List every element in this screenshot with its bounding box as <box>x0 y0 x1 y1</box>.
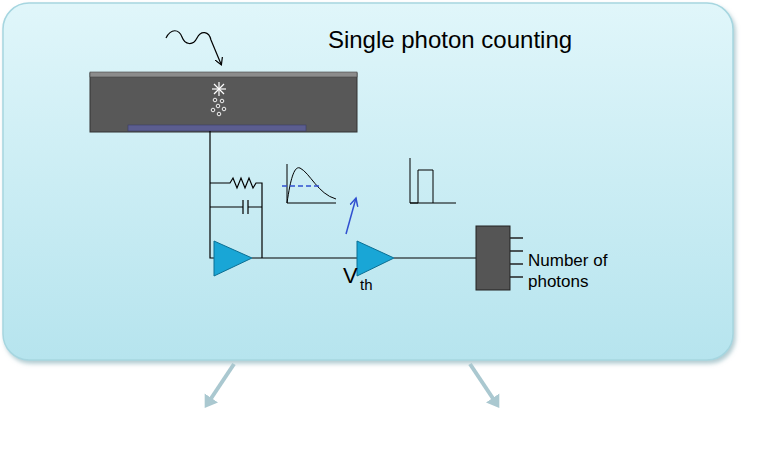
output-label: Number of photons <box>528 250 640 293</box>
wires <box>210 131 476 258</box>
signal-name: V <box>343 262 358 290</box>
label-anchor: V <box>343 262 358 290</box>
panel-box: Single photon counting <box>2 2 734 360</box>
threshold-arrow <box>346 198 356 234</box>
label-anchor: th <box>360 276 373 295</box>
threshold-line <box>282 185 322 187</box>
sensor-body <box>90 73 357 132</box>
charge-cloud <box>211 98 226 116</box>
comparator-triangle <box>357 241 394 276</box>
sensor-electrode <box>128 125 306 131</box>
preamp-triangle <box>214 241 252 276</box>
signal-subscript: th <box>360 276 373 295</box>
panel-background <box>3 3 733 360</box>
analog-pulse-icon <box>287 164 336 203</box>
panel-title: Single photon counting <box>328 26 572 54</box>
digital-pulse-icon <box>410 158 456 203</box>
sensor-top-layer <box>90 72 357 77</box>
down-left-arrow <box>208 364 234 403</box>
interaction-star <box>212 82 226 96</box>
counter-pins <box>510 238 523 277</box>
down-right-arrow <box>470 364 496 403</box>
photon-wave <box>166 31 221 64</box>
counter-chip <box>476 226 510 290</box>
label-anchor: Number of photons <box>528 250 640 293</box>
